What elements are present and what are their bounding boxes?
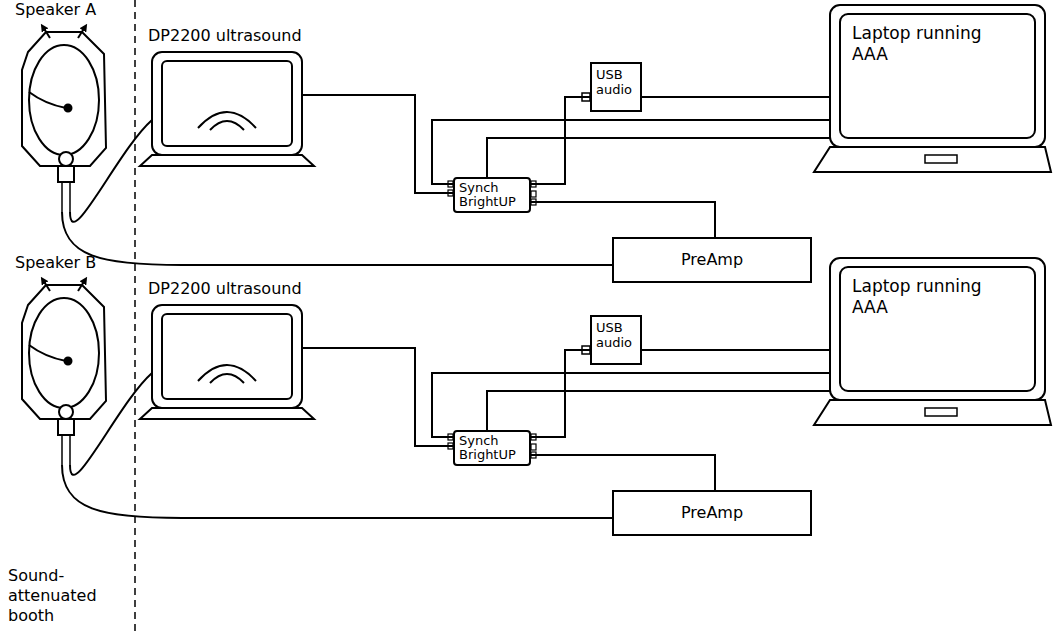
laptop-screen: Laptop running AAA — [830, 5, 1045, 147]
node-label: USB audio — [596, 67, 636, 97]
cable — [487, 391, 830, 430]
cable — [642, 349, 830, 351]
ultrasound-probe — [58, 166, 74, 182]
mic-boom — [29, 92, 66, 108]
cable — [302, 95, 453, 193]
cable — [62, 212, 612, 265]
port — [531, 191, 536, 197]
cable — [70, 120, 152, 222]
node-label: PreAmp — [681, 250, 743, 270]
cable — [531, 455, 715, 490]
preamp-box: PreAmp — [612, 490, 812, 536]
touchpad — [925, 155, 957, 163]
probe-holder — [59, 152, 73, 166]
booth-boundary — [134, 0, 136, 633]
cable — [61, 182, 63, 212]
usb-audio-box: USB audio — [590, 62, 642, 112]
synch-box: Synch BrightUP — [453, 177, 531, 213]
node-label: DP2200 ultrasound — [148, 26, 302, 46]
setup-row — [22, 258, 1051, 465]
ultrasound-arc — [210, 121, 244, 130]
cable — [302, 348, 453, 446]
headset-frame — [22, 32, 106, 166]
ultrasound-screen — [152, 52, 302, 155]
cable — [642, 96, 830, 98]
speaker-head: Speaker B — [15, 253, 110, 465]
laptop-base — [814, 147, 1051, 172]
cable — [432, 373, 830, 437]
cable — [531, 350, 590, 437]
node-label: Speaker A — [15, 0, 110, 19]
cable — [531, 202, 715, 237]
preamp-box: PreAmp — [612, 237, 812, 283]
cable — [432, 120, 830, 184]
screen-inner — [840, 14, 1035, 138]
node-label: Laptop running AAA — [852, 23, 1012, 65]
node-label: Synch BrightUP — [459, 434, 525, 462]
laptop-screen: Laptop running AAA — [830, 258, 1045, 400]
screen-inner — [162, 61, 292, 146]
cable — [487, 138, 830, 177]
ultrasound-laptop: DP2200 ultrasound — [152, 52, 302, 155]
cable — [62, 465, 612, 518]
node-label: USB audio — [596, 320, 636, 350]
cable — [70, 373, 152, 475]
ultrasound-laptop: DP2200 ultrasound — [152, 305, 302, 408]
cable — [531, 97, 590, 184]
node-label: Laptop running AAA — [852, 276, 1012, 318]
node-label: Synch BrightUP — [459, 181, 525, 209]
microphone — [65, 105, 72, 112]
laptop-base — [140, 155, 314, 166]
headset-arrow — [78, 27, 85, 38]
cable — [69, 182, 71, 212]
head-outline — [29, 45, 99, 155]
speaker-head: Speaker A — [15, 0, 110, 212]
node-label: Speaker B — [15, 253, 110, 272]
node-label: DP2200 ultrasound — [148, 279, 302, 299]
node-label: PreAmp — [681, 503, 743, 523]
headset-arrow — [43, 27, 50, 38]
synch-box: Synch BrightUP — [453, 430, 531, 466]
region-label: Sound- attenuated booth — [8, 566, 108, 626]
laptop-screen — [830, 5, 1045, 147]
setup-row — [22, 5, 1051, 212]
usb-audio-box: USB audio — [590, 315, 642, 365]
